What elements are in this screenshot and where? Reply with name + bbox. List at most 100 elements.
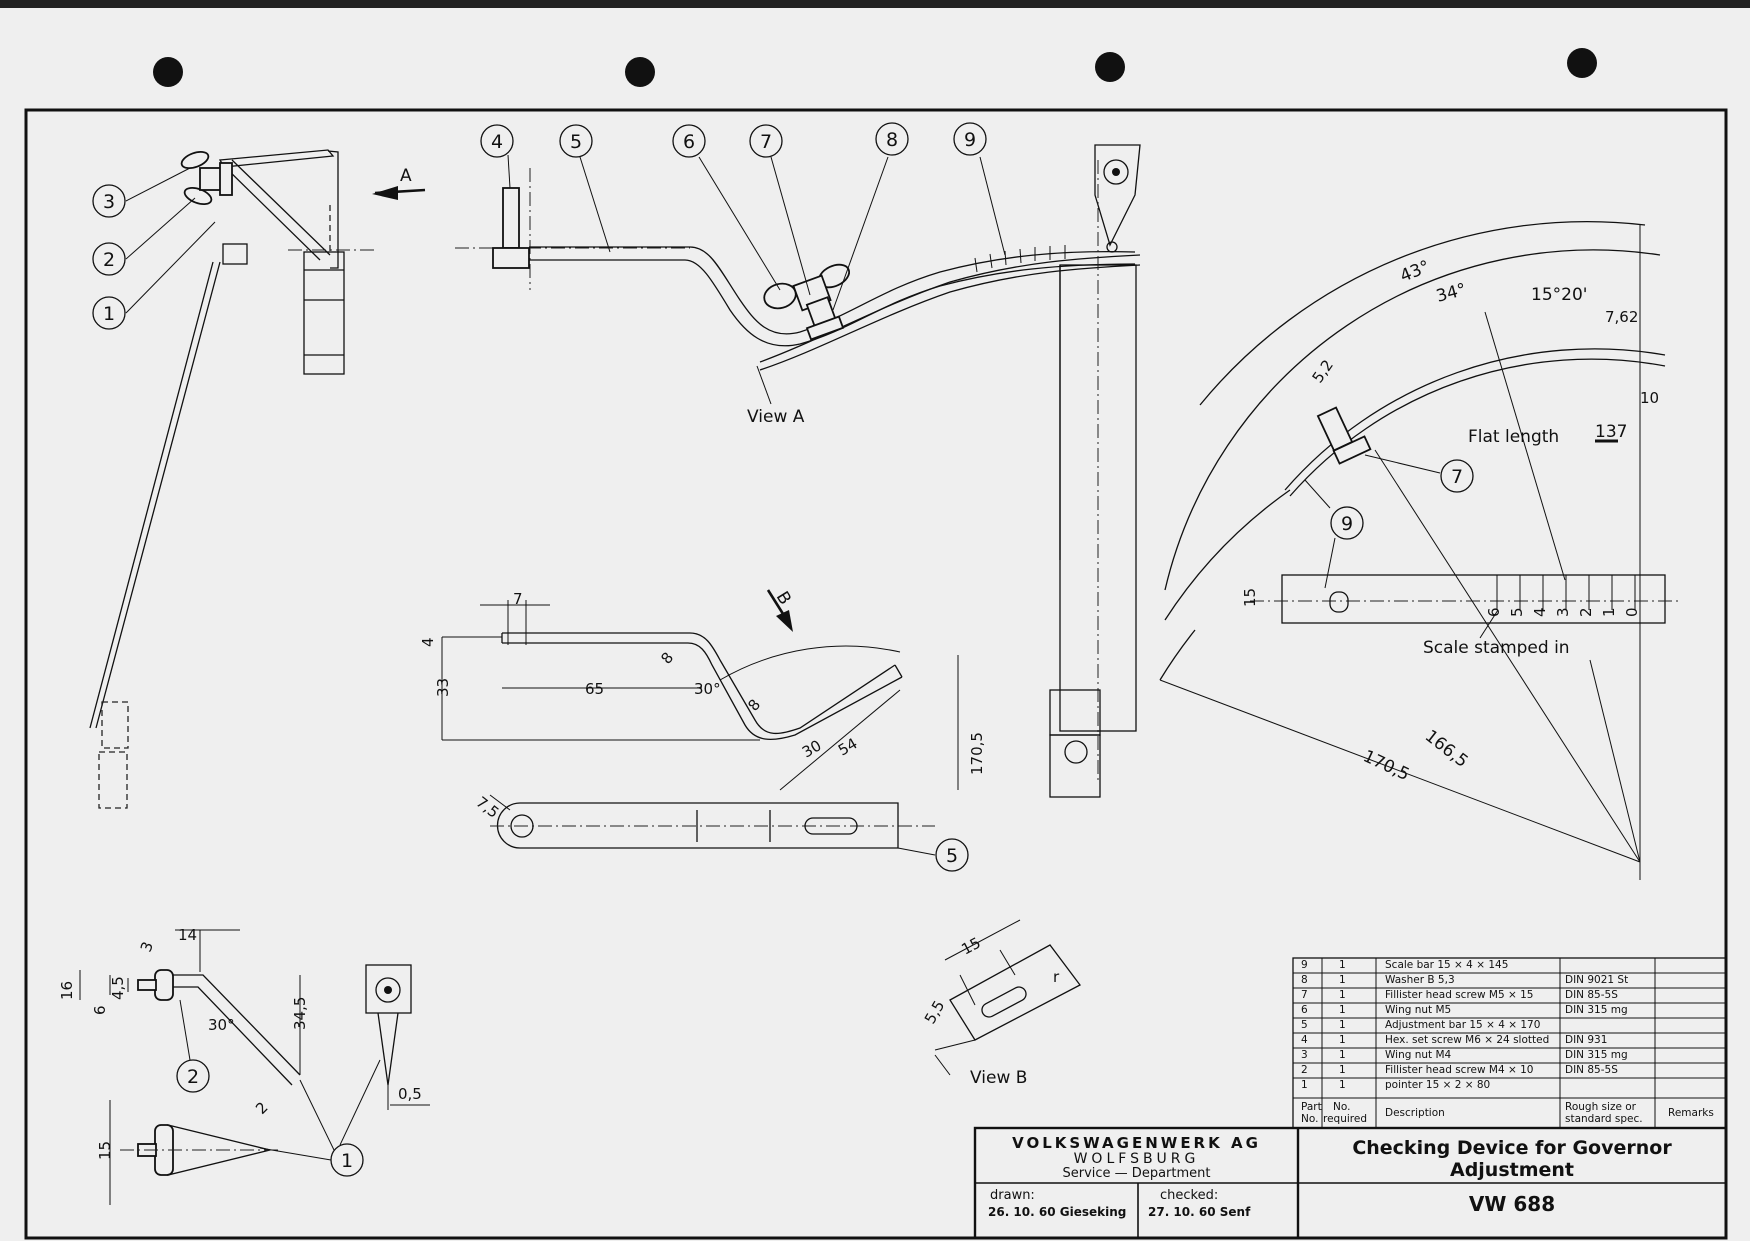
callout-1b: 1: [341, 1150, 353, 1172]
callout-9b: 9: [1341, 513, 1353, 535]
bom-part-no: 5: [1301, 1019, 1308, 1031]
callout-8: 8: [886, 129, 898, 151]
dim-15-vb: 15: [958, 934, 983, 959]
dim-7: 7: [513, 590, 523, 608]
pointer-side-view: A: [89, 149, 426, 809]
checked-value: 27. 10. 60 Senf: [1148, 1205, 1251, 1219]
bom-spec: DIN 315 mg: [1565, 1049, 1628, 1061]
bom-header: Part No. No. required Description Rough …: [1293, 1098, 1726, 1128]
dim-30deg-b: 30°: [208, 1016, 235, 1034]
sheet-top-edge: [0, 0, 1750, 8]
dim-170-5-a: 170,5: [968, 732, 986, 775]
punch-hole: [625, 57, 655, 87]
dim-8a: 8: [657, 649, 677, 668]
callout-7b: 7: [1451, 466, 1463, 488]
title-city: WOLFSBURG: [1073, 1151, 1200, 1167]
callout-3: 3: [103, 191, 115, 213]
dim-16: 16: [58, 981, 76, 1000]
arrow-b-label: B: [772, 588, 795, 608]
bom-spec: DIN 85-5S: [1565, 1064, 1618, 1076]
bom-qty: 1: [1339, 1034, 1346, 1046]
dim-34-5: 34,5: [291, 997, 309, 1030]
bom-description: Fillister head screw M4 × 10: [1385, 1064, 1534, 1076]
callout-5b: 5: [946, 845, 958, 867]
scale-tick-1: 1: [1600, 607, 1618, 617]
dim-0-5: 0,5: [398, 1085, 422, 1103]
bom-spec: DIN 9021 St: [1565, 974, 1629, 986]
title-company: VOLKSWAGENWERK AG: [1012, 1134, 1261, 1152]
drawing-title: Checking Device for Governor Adjustment: [1352, 1137, 1672, 1181]
dim-3: 3: [137, 939, 157, 954]
dim-5-5: 5,5: [921, 997, 949, 1027]
dim-15-scale: 15: [1241, 588, 1259, 607]
view-b-label: View B: [970, 1068, 1027, 1088]
callout-7: 7: [760, 131, 772, 153]
scale-detail: 7 9 6 5 4 3 2 1 0 Scale stamped in Flat …: [1159, 220, 1680, 880]
bom-qty: 1: [1339, 989, 1346, 1001]
arrow-a-label: A: [400, 166, 412, 186]
bom-part-no: 7: [1301, 989, 1308, 1001]
punch-hole: [1567, 48, 1597, 78]
bom-description: Wing nut M4: [1385, 1049, 1452, 1061]
adjustment-bar-views: 7 4 33 65 8 30° 8 30 54 170,5 B 5 7,5: [419, 588, 986, 872]
drawn-value: 26. 10. 60 Gieseking: [988, 1205, 1127, 1219]
scale-tick-5: 5: [1508, 607, 1526, 617]
pointer-details: 14 3 16 6 4,5 34,5 30° 2 2 0,5 15 1: [58, 926, 430, 1205]
flat-length-note: Flat length: [1468, 427, 1559, 447]
bom-description: Scale bar 15 × 4 × 145: [1385, 959, 1509, 971]
callout-5: 5: [570, 131, 582, 153]
bom-header-partno: No.: [1333, 1101, 1351, 1113]
scale-tick-6: 6: [1485, 607, 1503, 617]
bom-spec: DIN 315 mg: [1565, 1004, 1628, 1016]
dim-r: r: [1053, 968, 1060, 986]
dim-6: 6: [91, 1005, 109, 1015]
bom-qty: 1: [1339, 1049, 1346, 1061]
dim-5-2: 5,2: [1309, 356, 1337, 386]
scale-tick-3: 3: [1554, 607, 1572, 617]
checked-label: checked:: [1160, 1188, 1219, 1203]
dim-10: 10: [1640, 389, 1659, 407]
dim-15-20: 15°20': [1531, 285, 1587, 305]
drawing-number: VW 688: [1468, 1192, 1556, 1216]
bom-description: Wing nut M5: [1385, 1004, 1452, 1016]
dim-170-5-b: 170,5: [1360, 746, 1413, 785]
bom-part-no: 6: [1301, 1004, 1308, 1016]
dim-166-5: 166,5: [1421, 726, 1472, 772]
dim-4: 4: [419, 637, 437, 647]
bom-header-required: required: [1323, 1113, 1367, 1125]
callout-4: 4: [491, 131, 503, 153]
bom-qty: 1: [1339, 1019, 1346, 1031]
scale-stamped-note: Scale stamped in: [1423, 638, 1570, 658]
dim-33: 33: [434, 678, 452, 697]
callout-2: 2: [103, 249, 115, 271]
bom-row: 6 1 Wing nut M5 DIN 315 mg: [1293, 1003, 1726, 1018]
bom-header-spec1: Rough size or: [1565, 1101, 1636, 1113]
bom-description: Fillister head screw M5 × 15: [1385, 989, 1534, 1001]
bom-row: 7 1 Fillister head screw M5 × 15 DIN 85-5S: [1293, 988, 1726, 1003]
bom-spec: DIN 85-5S: [1565, 989, 1618, 1001]
bom-header-desc: Description: [1385, 1107, 1445, 1119]
dim-30deg: 30°: [694, 680, 721, 698]
callout-2b: 2: [187, 1066, 199, 1088]
bom-header-remarks: Remarks: [1668, 1107, 1714, 1119]
bom-qty: 1: [1339, 1079, 1346, 1091]
dim-15-ptr: 15: [96, 1141, 114, 1160]
callouts-left: 3 2 1: [92, 167, 216, 330]
dim-7-5: 7,5: [473, 793, 503, 822]
bom-qty: 1: [1339, 1004, 1346, 1016]
dim-14: 14: [178, 926, 197, 944]
bom-part-no: 1: [1301, 1079, 1308, 1091]
callout-1: 1: [103, 303, 115, 325]
dim-34deg: 34°: [1434, 280, 1468, 307]
bom-qty: 1: [1339, 974, 1346, 986]
scale-tick-4: 4: [1531, 607, 1549, 617]
scale-tick-0: 0: [1623, 607, 1641, 617]
dim-4-5: 4,5: [109, 976, 127, 1000]
dim-7-62: 7,62: [1605, 308, 1638, 326]
